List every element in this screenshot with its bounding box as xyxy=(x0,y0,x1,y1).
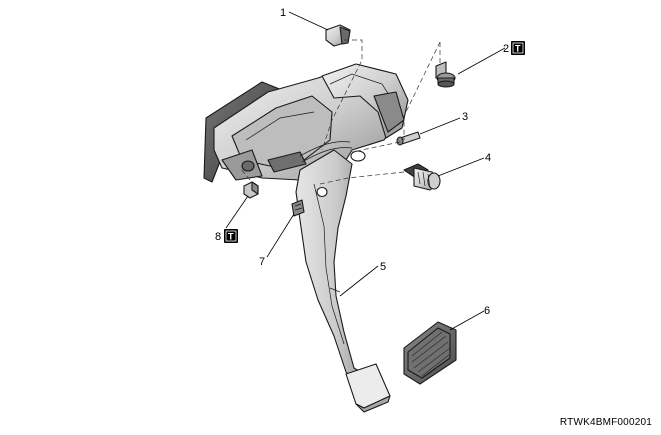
callout-6: 6 xyxy=(484,305,490,317)
callout-7: 7 xyxy=(259,256,265,268)
pedal-pin xyxy=(396,131,421,146)
retaining-clip xyxy=(291,199,305,217)
callout-5: 5 xyxy=(380,261,386,273)
callout-2: 2 xyxy=(503,43,509,55)
svg-text:T: T xyxy=(228,232,234,242)
pedal-arm xyxy=(295,149,365,383)
leader-lines xyxy=(225,11,506,331)
pedal-pad-mount xyxy=(345,363,391,413)
callout-1: 1 xyxy=(280,7,286,19)
return-spring xyxy=(267,141,353,173)
callout-8: 8 xyxy=(215,231,221,243)
nut xyxy=(243,181,259,199)
torque-badge-8: T xyxy=(224,229,238,243)
figure-code: RTWK4BMF000201 xyxy=(559,417,652,428)
callout-4: 4 xyxy=(485,152,491,164)
mounting-bolt xyxy=(435,61,456,88)
svg-text:T: T xyxy=(515,44,521,54)
pedal-bracket xyxy=(203,63,409,183)
stopper-cap xyxy=(325,24,351,47)
callout-3: 3 xyxy=(462,111,468,123)
stop-lamp-switch xyxy=(403,163,441,191)
callout-labels: 1 2 T 3 4 5 6 7 8 T xyxy=(215,7,525,317)
pedal-pad xyxy=(403,321,457,385)
torque-badge-2: T xyxy=(511,41,525,55)
installation-lines xyxy=(239,39,441,185)
